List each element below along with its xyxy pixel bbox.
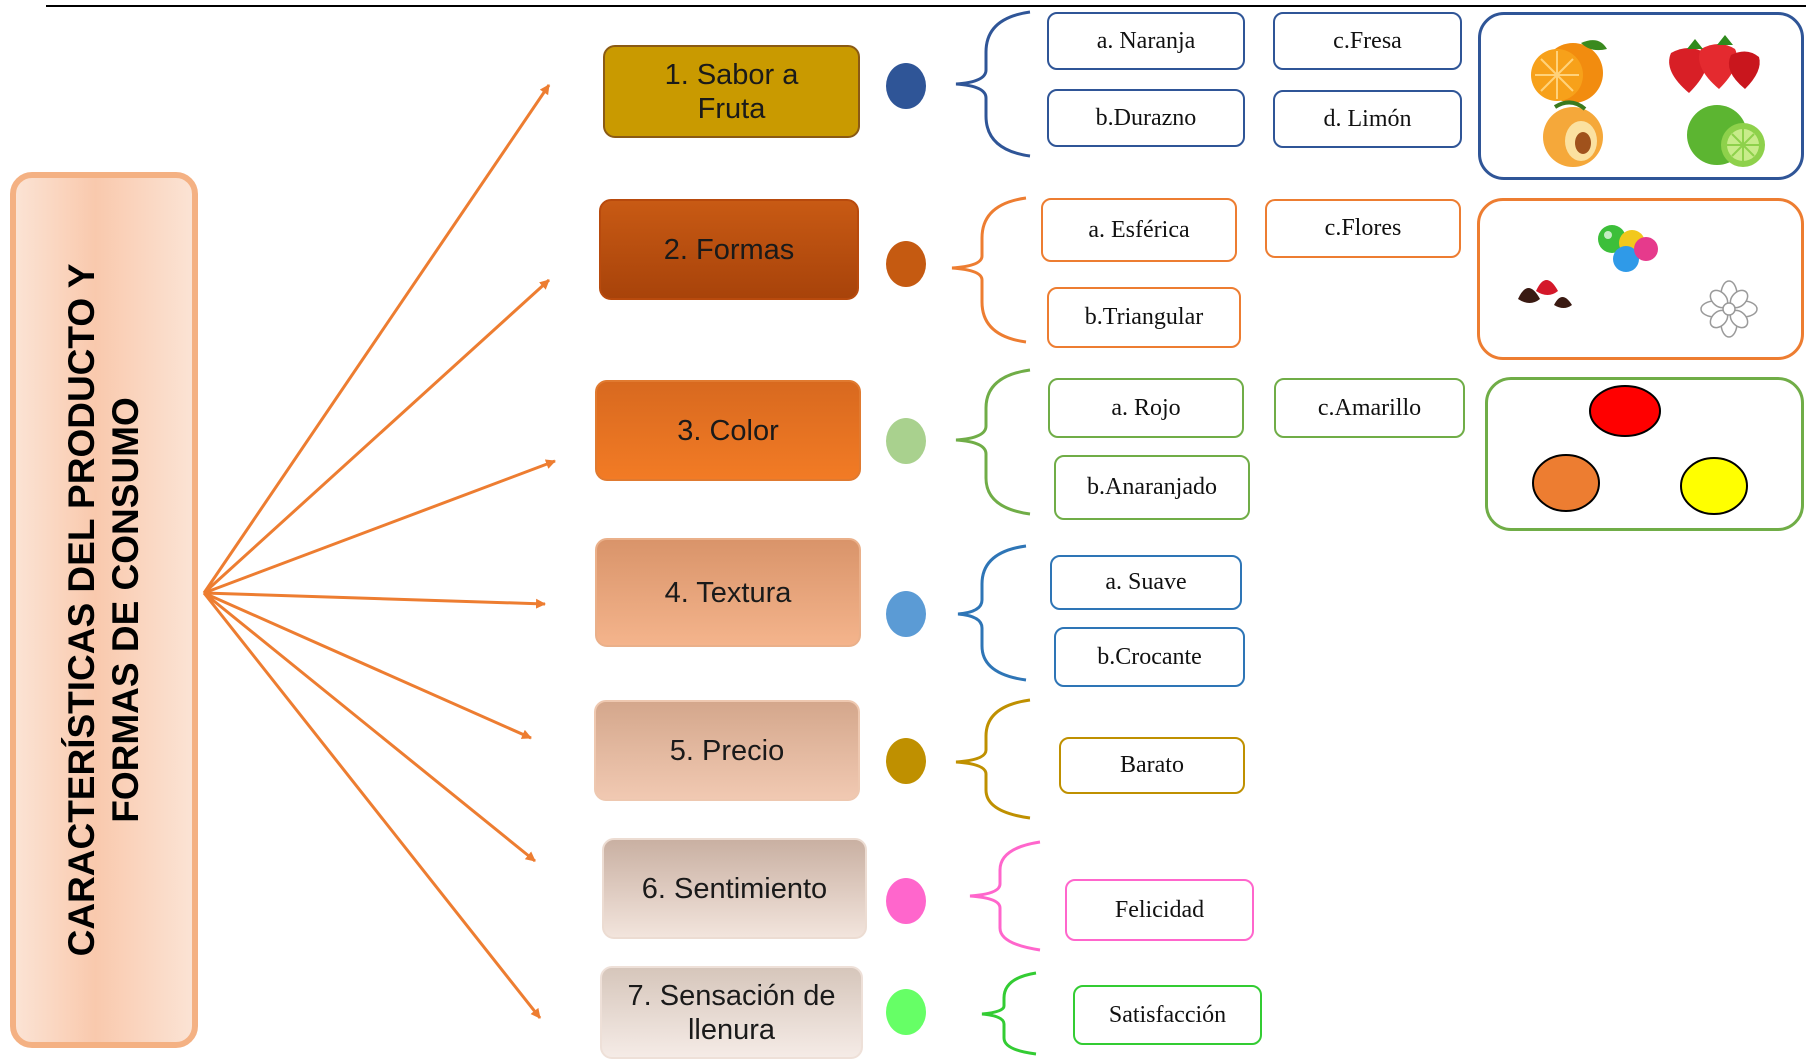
shapes-illustration xyxy=(1518,225,1758,338)
colors-illustration xyxy=(1532,385,1748,515)
option-anaranjado: b.Anaranjado xyxy=(1054,455,1250,520)
orange-swatch xyxy=(1532,454,1600,512)
brace-4 xyxy=(957,544,1027,682)
flower-icon xyxy=(1700,280,1758,338)
root-node: CARACTERÍSTICAS DEL PRODUCTO Y FORMAS DE… xyxy=(10,172,198,1048)
option-crocante: b.Crocante xyxy=(1054,627,1245,687)
brace-2 xyxy=(951,196,1027,344)
category-color: 3. Color xyxy=(595,380,861,481)
option-flores: c.Flores xyxy=(1265,199,1461,258)
option-satisfaccion: Satisfacción xyxy=(1073,985,1262,1045)
yellow-swatch xyxy=(1680,457,1748,515)
option-triangular: b.Triangular xyxy=(1047,287,1241,348)
option-fresa: c.Fresa xyxy=(1273,12,1462,70)
option-durazno: b.Durazno xyxy=(1047,89,1245,147)
colors-illustration-box xyxy=(1485,377,1804,531)
option-suave: a. Suave xyxy=(1050,555,1242,610)
category-sensacion-de-llenura: 7. Sensación de llenura xyxy=(600,966,863,1059)
arrow-2 xyxy=(202,278,551,595)
option-barato: Barato xyxy=(1059,737,1245,794)
option-esferica: a. Esférica xyxy=(1041,198,1237,262)
bullet-5 xyxy=(886,738,926,784)
brace-5 xyxy=(955,698,1031,820)
arrow-1 xyxy=(202,84,551,594)
strawberry-icon xyxy=(1669,35,1760,93)
arrow-3 xyxy=(203,459,556,595)
brace-1 xyxy=(955,10,1031,158)
bullet-7 xyxy=(886,989,926,1035)
arrow-5 xyxy=(203,591,532,740)
brace-6 xyxy=(969,840,1041,952)
category-precio: 5. Precio xyxy=(594,700,860,801)
orange-icon xyxy=(1531,40,1607,103)
lime-icon xyxy=(1687,105,1765,167)
option-naranja: a. Naranja xyxy=(1047,12,1245,70)
category-formas: 2. Formas xyxy=(599,199,859,300)
category-sentimiento: 6. Sentimiento xyxy=(602,838,867,939)
arrow-4 xyxy=(203,591,546,609)
option-rojo: a. Rojo xyxy=(1048,378,1244,438)
shapes-illustration-box xyxy=(1477,198,1804,360)
category-sabor-a-fruta: 1. Sabor a Fruta xyxy=(603,45,860,138)
brace-3 xyxy=(955,368,1031,516)
arrow-6 xyxy=(203,591,536,863)
option-amarillo: c.Amarillo xyxy=(1274,378,1465,438)
triangular-candies-icon xyxy=(1518,280,1572,308)
apricot-icon xyxy=(1543,100,1603,167)
top-rule xyxy=(46,5,1806,7)
arrow-7 xyxy=(202,592,542,1019)
bullet-4 xyxy=(886,591,926,637)
red-swatch xyxy=(1589,385,1661,437)
brace-7 xyxy=(981,971,1037,1056)
spherical-candies-icon xyxy=(1598,225,1658,272)
option-felicidad: Felicidad xyxy=(1065,879,1254,941)
bullet-3 xyxy=(886,418,926,464)
bullet-6 xyxy=(886,878,926,924)
fruits-illustration-box xyxy=(1478,12,1804,180)
option-limon: d. Limón xyxy=(1273,90,1462,148)
bullet-2 xyxy=(886,241,926,287)
fruits-illustration xyxy=(1531,35,1765,167)
bullet-1 xyxy=(886,63,926,109)
category-textura: 4. Textura xyxy=(595,538,861,647)
